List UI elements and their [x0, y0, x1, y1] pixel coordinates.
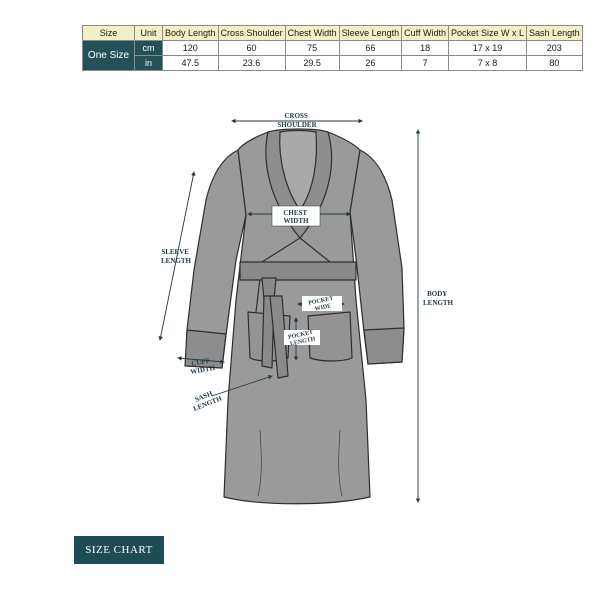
cell-chest-width-in: 29.5 [284, 55, 340, 71]
cell-sleeve-length-cm: 66 [338, 40, 403, 56]
cell-sash-length-in: 80 [526, 55, 583, 71]
robe-illustration [184, 128, 405, 505]
label-pocket-wide: POCKET WIDE [308, 295, 337, 313]
header-chest-width: Chest Width [284, 25, 340, 41]
table-row-in: in 47.5 23.6 29.5 26 7 7 x 8 80 [83, 55, 583, 71]
cell-pocket-size-in: 7 x 8 [448, 55, 528, 71]
size-chart-badge: SIZE CHART [74, 536, 164, 564]
header-pocket-size: Pocket Size W x L [448, 25, 528, 41]
header-sash-length: Sash Length [526, 25, 583, 41]
cell-sash-length-cm: 203 [526, 40, 583, 56]
unit-cell-in: in [134, 55, 163, 71]
cell-sleeve-length-in: 26 [338, 55, 403, 71]
right-pocket [307, 311, 353, 362]
cell-cross-shoulder-cm: 60 [217, 40, 286, 56]
label-pocket-length: POCKET LENGTH [288, 329, 317, 347]
cell-cuff-width-cm: 18 [401, 40, 450, 56]
cell-cuff-width-in: 7 [401, 55, 450, 71]
cell-body-length-in: 47.5 [162, 55, 219, 71]
pocket-length-label-bg [284, 330, 320, 345]
arrow-cuff-width [177, 356, 225, 364]
chest-label-bg [271, 205, 321, 227]
collar-inner [279, 129, 318, 211]
robe-belt [239, 261, 357, 281]
size-chart-label: SIZE CHART [85, 544, 153, 556]
size-cell: One Size [82, 40, 135, 71]
size-table: Size Unit Body Length Cross Shoulder Che… [82, 25, 583, 71]
sash-end-right [269, 295, 289, 379]
label-sash-length: SASH LENGTH [189, 387, 223, 413]
label-body-length: BODY LENGTH [423, 290, 454, 307]
label-chest-width: CHEST WIDTH [283, 209, 309, 225]
label-cross-shoulder: CROSS SHOULDER [277, 112, 317, 129]
header-sleeve-length: Sleeve Length [338, 25, 403, 41]
cell-cross-shoulder-in: 23.6 [217, 55, 286, 71]
arrow-sash-length [211, 375, 273, 397]
unit-cell-cm: cm [134, 40, 163, 56]
arrow-sleeve-length [158, 171, 196, 341]
header-size: Size [82, 25, 135, 41]
robe-hem-fold [257, 429, 343, 497]
header-unit: Unit [134, 25, 163, 41]
cell-pocket-size-cm: 17 x 19 [448, 40, 528, 56]
label-sleeve-length: SLEEVE LENGTH [161, 248, 192, 265]
dimension-arrows [158, 118, 421, 503]
pocket-wide-label-bg [302, 296, 342, 311]
right-cuff [363, 327, 405, 365]
